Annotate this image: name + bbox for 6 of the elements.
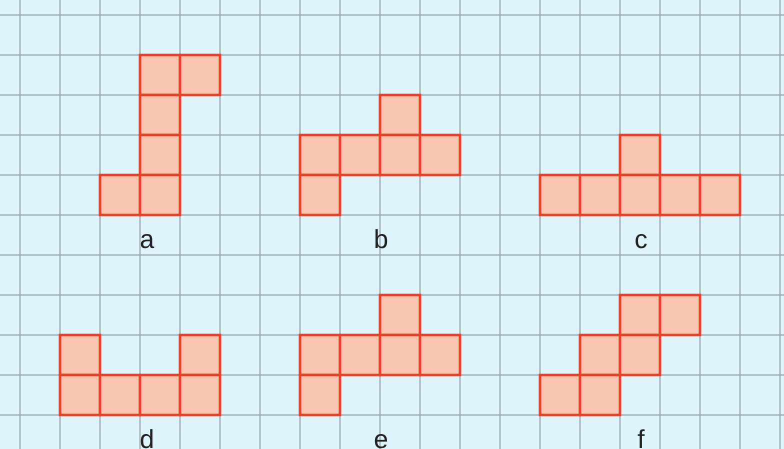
shape-label: d	[138, 425, 156, 449]
shape-label: c	[634, 225, 648, 253]
shape-label: a	[138, 225, 156, 253]
shape-label: e	[372, 425, 390, 449]
shape-label: f	[636, 425, 646, 449]
shape-label: b	[372, 225, 390, 253]
